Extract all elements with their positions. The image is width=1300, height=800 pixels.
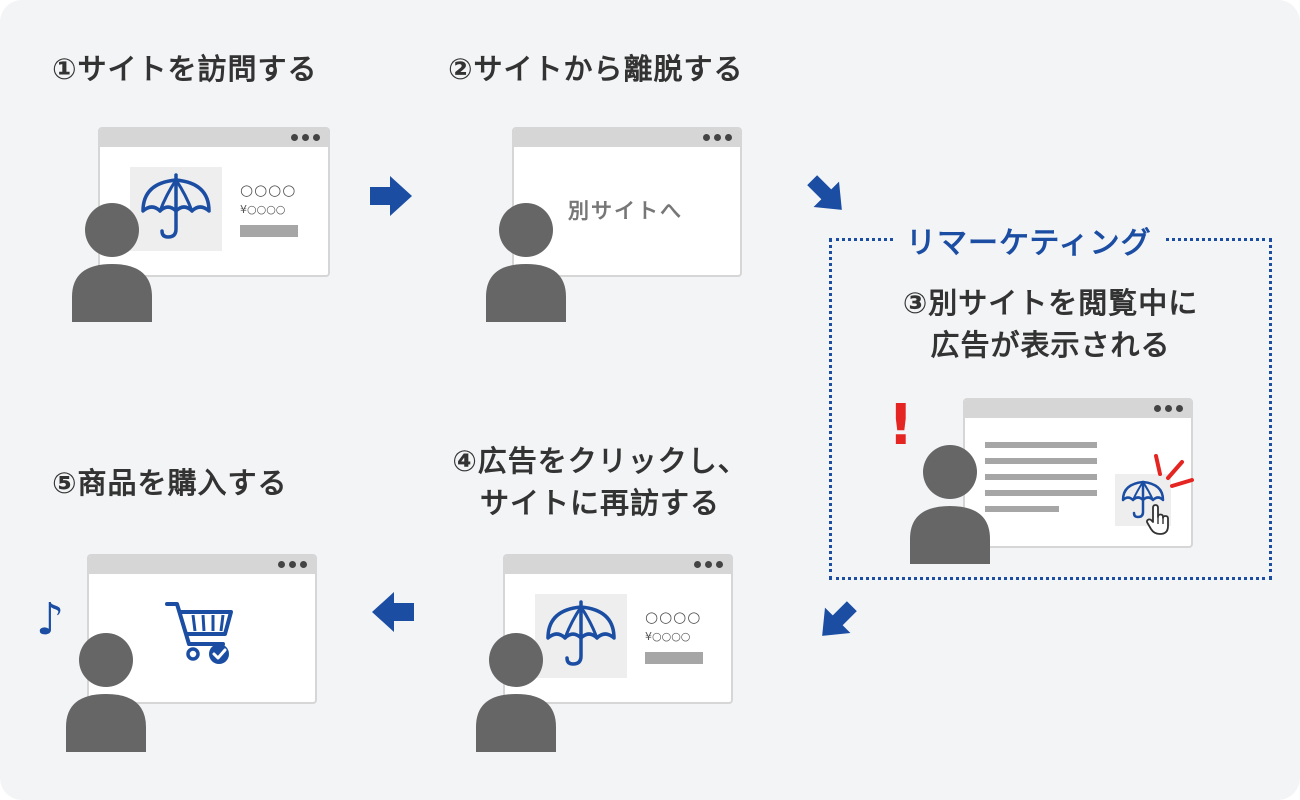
hand-cursor-icon: [1146, 504, 1172, 536]
step-5-title: ⑤商品を購入する: [52, 466, 288, 500]
text-line-placeholder: [985, 474, 1097, 480]
person-icon: [70, 202, 154, 322]
step-3-title-line2: 広告が表示される: [930, 328, 1171, 362]
browser-title-bar: [89, 556, 315, 574]
text-line-placeholder: [985, 506, 1059, 512]
browser-title-bar: [965, 400, 1191, 418]
attention-rays-icon: [1152, 452, 1196, 492]
step-3-title-line1: ③別サイトを閲覧中に: [902, 286, 1199, 320]
arrow-icon: [804, 172, 850, 218]
text-line-placeholder: [985, 442, 1097, 448]
browser-window-step2: 別サイトへ: [512, 127, 742, 277]
browser-dots-icon: [291, 134, 320, 141]
browser-dots-icon: [703, 134, 732, 141]
product-thumbnail: [130, 167, 222, 251]
umbrella-icon: [1121, 480, 1165, 519]
product-name: ○○○○: [240, 181, 297, 199]
umbrella-icon: [141, 173, 211, 239]
arrow-icon: [814, 598, 860, 644]
browser-window-step4: ○○○○ ¥○○○○: [503, 554, 733, 704]
remarketing-label: リマーケティング: [894, 218, 1164, 262]
exclamation-icon: !: [888, 393, 914, 458]
product-name: ○○○○: [645, 608, 702, 626]
music-note-icon: ♪: [36, 594, 65, 645]
person-icon: [908, 444, 992, 564]
buy-button-placeholder: [240, 225, 298, 237]
browser-dots-icon: [278, 561, 307, 568]
person-icon: [484, 202, 568, 322]
product-thumbnail: [535, 594, 627, 678]
browser-dots-icon: [694, 561, 723, 568]
step-4-title: ④広告をクリックし、 サイトに再訪する: [420, 440, 780, 524]
product-price: ¥○○○○: [240, 203, 286, 216]
browser-title-bar: [100, 129, 328, 147]
person-icon: [64, 632, 148, 752]
text-line-placeholder: [985, 490, 1097, 496]
browser-title-bar: [505, 556, 731, 574]
arrow-icon: [372, 592, 414, 632]
product-price: ¥○○○○: [645, 630, 691, 643]
umbrella-icon: [546, 600, 616, 666]
step-3-title: ③別サイトを閲覧中に 広告が表示される: [829, 282, 1272, 366]
step-4-title-line2: サイトに再訪する: [479, 486, 720, 520]
browser-dots-icon: [1154, 405, 1183, 412]
browser-window-step3: [963, 398, 1193, 548]
step-1-title: ①サイトを訪問する: [52, 52, 318, 86]
buy-button-placeholder: [645, 652, 703, 664]
arrow-icon: [370, 176, 412, 216]
browser-window-step5: [87, 554, 317, 704]
browser-title-bar: [514, 129, 740, 147]
shopping-cart-icon: [163, 598, 243, 670]
person-icon: [474, 632, 558, 752]
other-site-text: 別サイトへ: [568, 199, 683, 223]
text-line-placeholder: [985, 458, 1097, 464]
step-2-title: ②サイトから離脱する: [448, 52, 744, 86]
step-4-title-line1: ④広告をクリックし、: [452, 444, 748, 478]
browser-window-step1: ○○○○ ¥○○○○: [98, 127, 330, 277]
